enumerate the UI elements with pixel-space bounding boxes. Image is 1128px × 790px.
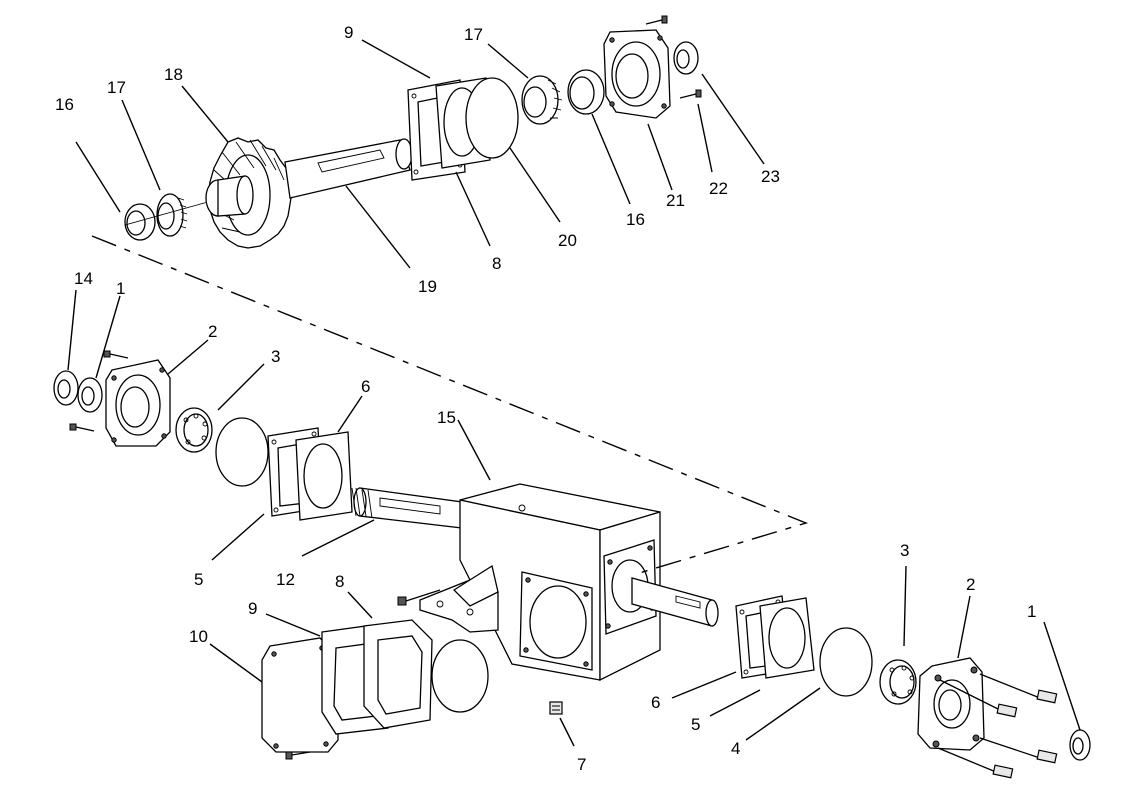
bolt-right-4 — [937, 747, 1014, 779]
bearing-housing-21 — [603, 29, 671, 119]
label-12: 12 — [276, 570, 295, 589]
label-4-right: 4 — [731, 739, 740, 758]
label-6-right: 6 — [651, 693, 660, 712]
assembly-centerline — [91, 235, 809, 575]
cover-screw — [285, 751, 311, 760]
label-9-bottom: 9 — [248, 599, 257, 618]
label-17-top-right: 17 — [464, 25, 483, 44]
shaft-19 — [284, 138, 413, 199]
screw-22 — [679, 89, 702, 99]
gasket-8-bottom — [363, 619, 433, 729]
bearing-3-right — [879, 659, 917, 705]
bearing-cup-16-left — [124, 203, 156, 241]
end-cap-2-right — [917, 657, 985, 751]
bearing-cone-17-left — [156, 193, 188, 237]
label-20: 20 — [558, 231, 577, 250]
label-17-top-left: 17 — [107, 78, 126, 97]
label-3-left: 3 — [271, 347, 280, 366]
bolt-right-3 — [979, 737, 1058, 764]
screw-left-upper — [103, 350, 129, 359]
label-21: 21 — [666, 191, 685, 210]
left-bearing-group — [53, 350, 353, 521]
label-3-right: 3 — [900, 541, 909, 560]
label-5-right: 5 — [691, 715, 700, 734]
bottom-cover-group — [261, 619, 563, 760]
label-22: 22 — [709, 179, 728, 198]
label-8-bottom: 8 — [335, 572, 344, 591]
worm-shaft-12 — [351, 487, 463, 529]
plug-7 — [549, 701, 563, 715]
o-ring-20 — [465, 77, 519, 159]
o-ring-bottom — [431, 639, 489, 713]
o-ring-4-left — [215, 417, 269, 487]
bearing-cup-16-right — [567, 69, 605, 115]
label-5-left: 5 — [194, 570, 203, 589]
label-9-top: 9 — [344, 23, 353, 42]
bearing-3-left — [175, 407, 213, 453]
gasket-5-right — [759, 597, 815, 679]
label-10: 10 — [189, 627, 208, 646]
o-ring-4-right — [819, 627, 873, 697]
leader-lines — [67, 39, 1081, 747]
label-2-right: 2 — [966, 575, 975, 594]
bearing-cap-2-left — [105, 359, 171, 447]
bolt-right-2 — [939, 679, 1018, 718]
label-23: 23 — [761, 167, 780, 186]
label-1-right: 1 — [1027, 602, 1036, 621]
callout-labels: 16 17 18 9 17 19 8 20 16 21 22 23 14 1 2… — [55, 23, 1036, 774]
seal-14 — [53, 370, 79, 406]
bearing-cone-17-right — [521, 75, 563, 125]
screw-left-lower — [69, 423, 95, 432]
label-1-left: 1 — [116, 279, 125, 298]
shaft-collar — [205, 175, 254, 217]
right-bearing-group — [735, 595, 1091, 779]
label-7: 7 — [577, 755, 586, 774]
label-6-left: 6 — [361, 377, 370, 396]
gasket-6-left — [295, 431, 353, 521]
label-8-top: 8 — [492, 254, 501, 273]
seal-1-right — [1069, 729, 1091, 761]
shim-1-left — [77, 377, 103, 413]
screw-22-top — [645, 15, 668, 25]
label-18: 18 — [164, 65, 183, 84]
label-19: 19 — [418, 277, 437, 296]
label-14: 14 — [74, 269, 93, 288]
label-16-top-left: 16 — [55, 95, 74, 114]
label-2-left: 2 — [208, 322, 217, 341]
label-15: 15 — [437, 408, 456, 427]
top-shaft-assembly — [124, 15, 702, 249]
bolt-right-1 — [979, 673, 1058, 704]
gear-housing-15 — [351, 483, 719, 682]
seal-23 — [673, 41, 699, 75]
label-16-top-right: 16 — [626, 210, 645, 229]
